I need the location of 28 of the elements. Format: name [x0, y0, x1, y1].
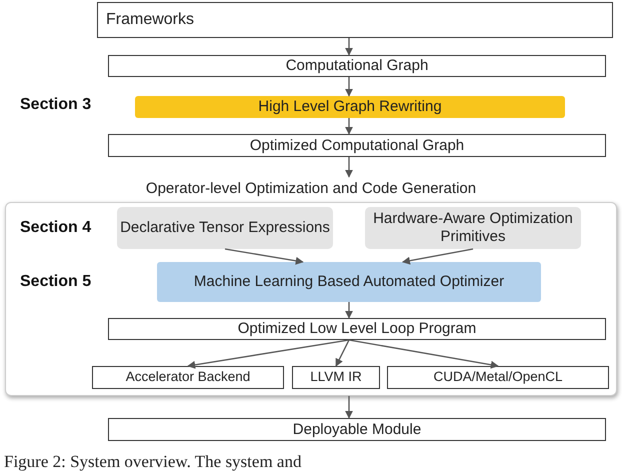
- arrow: [345, 396, 353, 419]
- arrow: [187, 339, 350, 369]
- process-box: Hardware-Aware Optimization Primitives: [365, 207, 581, 249]
- process-box: High Level Graph Rewriting: [135, 96, 565, 118]
- section-label: Section 5: [20, 273, 92, 291]
- process-box: Declarative Tensor Expressions: [117, 207, 333, 249]
- process-box: Machine Learning Based Automated Optimizer: [157, 262, 541, 302]
- panel-heading: Operator-level Optimization and Code Generation: [144, 180, 478, 198]
- arrow: [335, 340, 350, 367]
- process-box: Optimized Computational Graph: [108, 134, 606, 157]
- arrow: [402, 248, 474, 265]
- section-label: Section 3: [20, 96, 92, 114]
- arrow: [348, 339, 499, 369]
- frameworks-box: Frameworks: [97, 2, 613, 38]
- arrow: [345, 38, 353, 56]
- arrow: [345, 118, 353, 135]
- process-box: CUDA/Metal/OpenCL: [387, 366, 609, 389]
- section-label: Section 4: [20, 219, 92, 237]
- arrow: [224, 248, 304, 265]
- figure-caption: Figure 2: System overview. The system and: [4, 452, 302, 472]
- arrow: [345, 302, 353, 319]
- process-box: Accelerator Backend: [92, 366, 284, 389]
- arrow: [345, 157, 353, 178]
- process-box: Deployable Module: [108, 418, 606, 441]
- process-box: LLVM IR: [292, 366, 380, 389]
- process-box: Computational Graph: [108, 55, 606, 77]
- process-box: Optimized Low Level Loop Program: [108, 318, 606, 340]
- arrow: [345, 77, 353, 97]
